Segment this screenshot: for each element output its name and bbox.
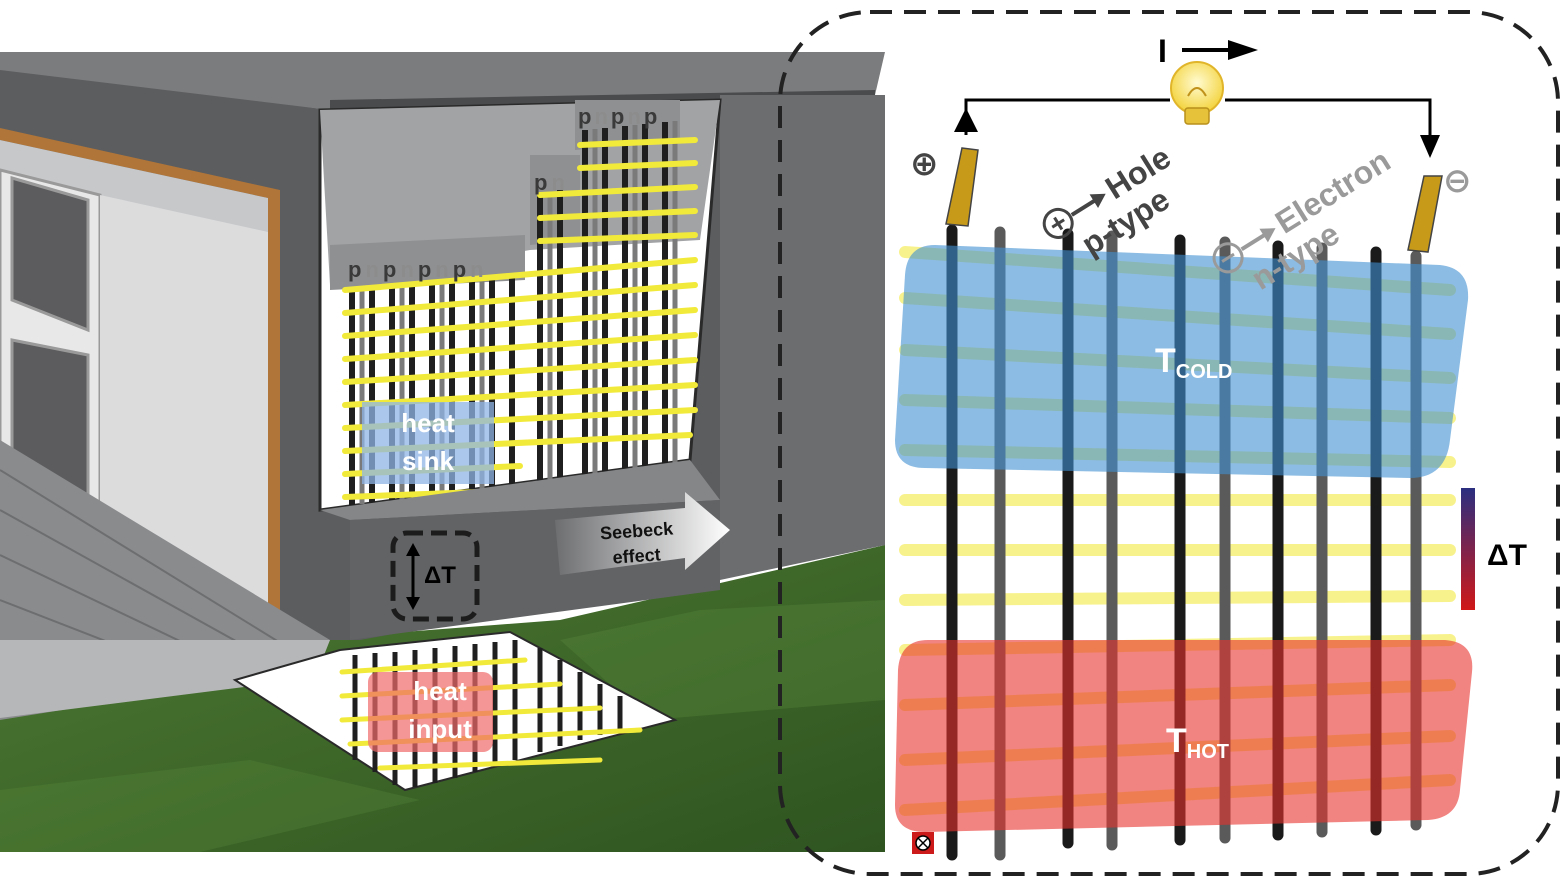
- pn-label-top: pnpnp: [578, 104, 660, 129]
- light-bulb-icon: [1170, 61, 1224, 125]
- delta-t-box: [390, 530, 480, 622]
- delta-t-label-left: ΔT: [424, 562, 456, 589]
- cold-region: [895, 245, 1469, 478]
- small-corner-icon: [912, 832, 934, 854]
- current-label: I: [1158, 33, 1167, 69]
- heat-input-region: [368, 672, 493, 752]
- heat-sink-label-line2: sink: [402, 446, 455, 476]
- t-hot-label: THOT: [1166, 722, 1229, 763]
- negative-electrode: [1407, 175, 1443, 253]
- pn-label-low: pnpnpnpn: [348, 257, 488, 282]
- house-scene: pnpnp pn pnpnpnpn heat sink ΔT Seebeck e…: [0, 52, 885, 852]
- delta-t-label-right: ΔT: [1487, 539, 1527, 572]
- positive-electrode: [945, 147, 979, 227]
- plus-symbol: ⊕: [910, 145, 939, 183]
- t-cold-label: TCOLD: [1155, 342, 1232, 383]
- circuit-wire: [964, 98, 1170, 135]
- heat-sink-label-line1: heat: [401, 408, 455, 438]
- minus-symbol: ⊖: [1443, 162, 1472, 200]
- pn-label-mid: pn: [534, 170, 569, 195]
- hot-region: [895, 640, 1473, 832]
- seebeck-arrow: [555, 492, 730, 575]
- heat-sink-region: [362, 402, 494, 484]
- circuit-panel: I ⊕ ⊖ Hole p-type Electron n-type: [778, 10, 1560, 876]
- delta-t-gradient-bar: [1461, 488, 1475, 610]
- heat-input-label-line1: heat: [413, 676, 467, 706]
- seebeck-label-line2: effect: [612, 544, 661, 567]
- current-arrow: [1182, 40, 1258, 60]
- heat-input-label-line2: input: [408, 714, 472, 744]
